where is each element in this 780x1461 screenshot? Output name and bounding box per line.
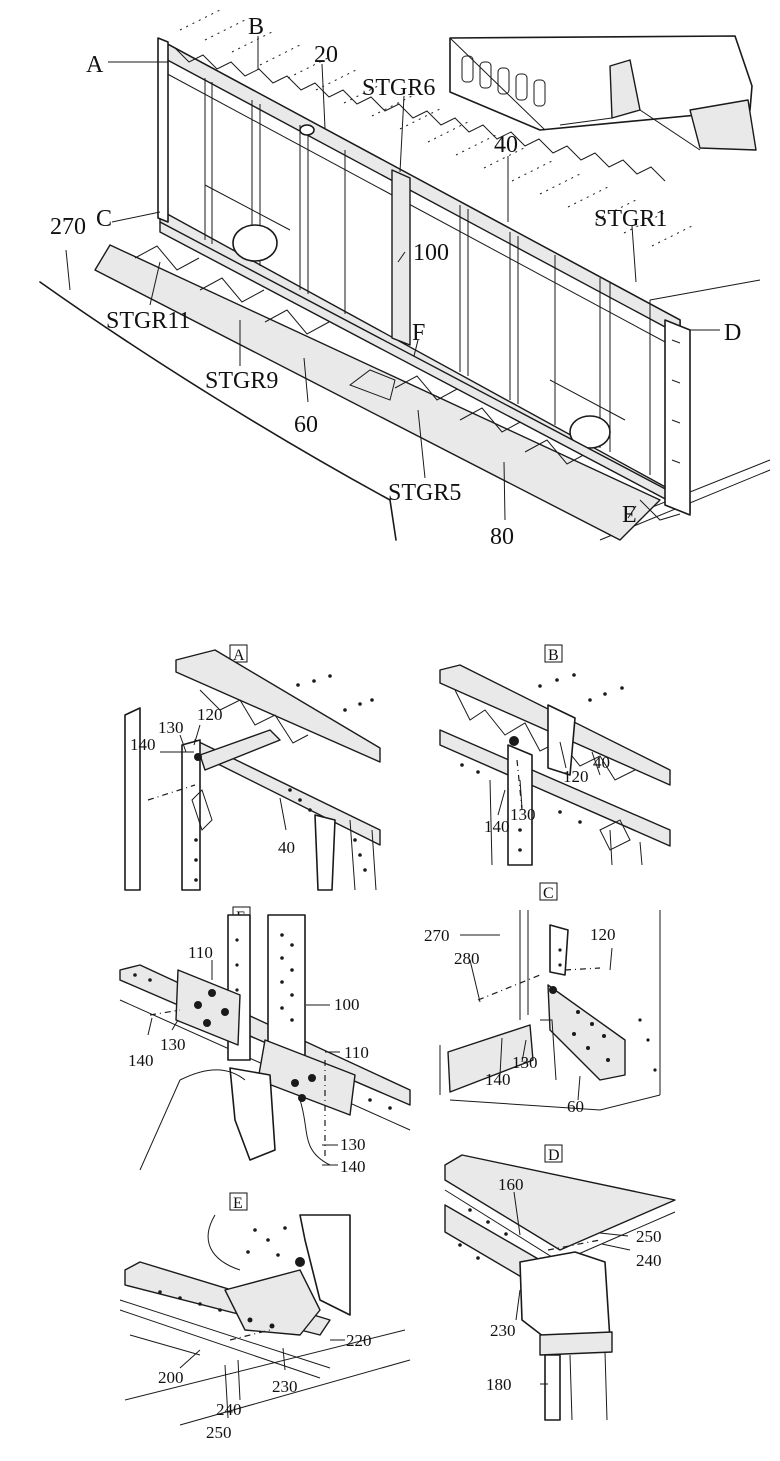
label-E: E [622,502,637,528]
main-spar-view [39,9,771,541]
label-100: 100 [413,240,449,266]
detail-F-label-100: 100 [334,995,360,1014]
detail-A: A 120 130 140 40 [124,644,381,891]
detail-B-label-40: 40 [593,753,610,772]
detail-F-label-130b: 130 [340,1135,366,1154]
detail-E-label-240: 240 [216,1400,242,1419]
detail-A-label-140: 140 [130,735,156,754]
label-F: F [412,320,425,346]
detail-E: E 220 200 230 240 250 [119,1192,411,1442]
detail-E-label-220: 220 [346,1331,372,1350]
detail-C-label-130: 130 [512,1053,538,1072]
detail-E-label-250: 250 [206,1423,232,1442]
detail-F-label-110a: 110 [188,943,213,962]
detail-D-label-240: 240 [636,1251,662,1270]
label-stgr9: STGR9 [205,368,278,394]
detail-C: C 270 120 280 130 140 60 [424,882,661,1116]
label-stgr11: STGR11 [106,308,190,334]
label-stgr1: STGR1 [594,206,667,232]
detail-A-tag: A [233,647,245,664]
detail-E-label-230: 230 [272,1377,298,1396]
label-80: 80 [490,524,514,550]
detail-B-label-140: 140 [484,817,510,836]
label-60: 60 [294,412,318,438]
label-A: A [86,52,104,78]
detail-B-tag: B [548,647,559,664]
detail-C-label-280: 280 [454,949,480,968]
detail-F-label-140a: 140 [128,1051,154,1070]
detail-C-label-120: 120 [590,925,616,944]
inset-box-view [449,35,757,151]
main-view-labels: A B 20 STGR6 40 STGR1 270 C 100 STGR11 F… [50,14,741,550]
detail-C-tag: C [543,885,554,902]
detail-B-label-130: 130 [510,805,536,824]
detail-F: F 110 100 130 110 140 130 140 [119,906,411,1176]
detail-D-tag: D [548,1147,560,1164]
detail-F-label-140b: 140 [340,1157,366,1176]
label-D: D [724,320,741,346]
detail-B-label-120: 120 [563,767,589,786]
detail-B: B 120 40 130 140 [439,644,671,866]
detail-C-label-60: 60 [567,1097,584,1116]
label-stgr6: STGR6 [362,75,435,101]
detail-C-label-270: 270 [424,926,450,945]
detail-D-label-180: 180 [486,1375,512,1394]
detail-E-tag: E [233,1195,243,1212]
detail-F-label-110b: 110 [344,1043,369,1062]
detail-E-label-200: 200 [158,1368,184,1387]
detail-A-label-130: 130 [158,718,184,737]
detail-D-label-230: 230 [490,1321,516,1340]
detail-A-label-120: 120 [197,705,223,724]
detail-D-label-250: 250 [636,1227,662,1246]
label-stgr5: STGR5 [388,480,461,506]
label-B: B [248,14,264,40]
label-C: C [96,206,112,232]
detail-D: D 160 250 240 230 180 [444,1144,676,1421]
label-20: 20 [314,42,338,68]
detail-A-label-40: 40 [278,838,295,857]
detail-F-label-130a: 130 [160,1035,186,1054]
label-40: 40 [494,132,518,158]
detail-C-label-140: 140 [485,1070,511,1089]
detail-D-label-160: 160 [498,1175,524,1194]
label-270: 270 [50,214,86,240]
